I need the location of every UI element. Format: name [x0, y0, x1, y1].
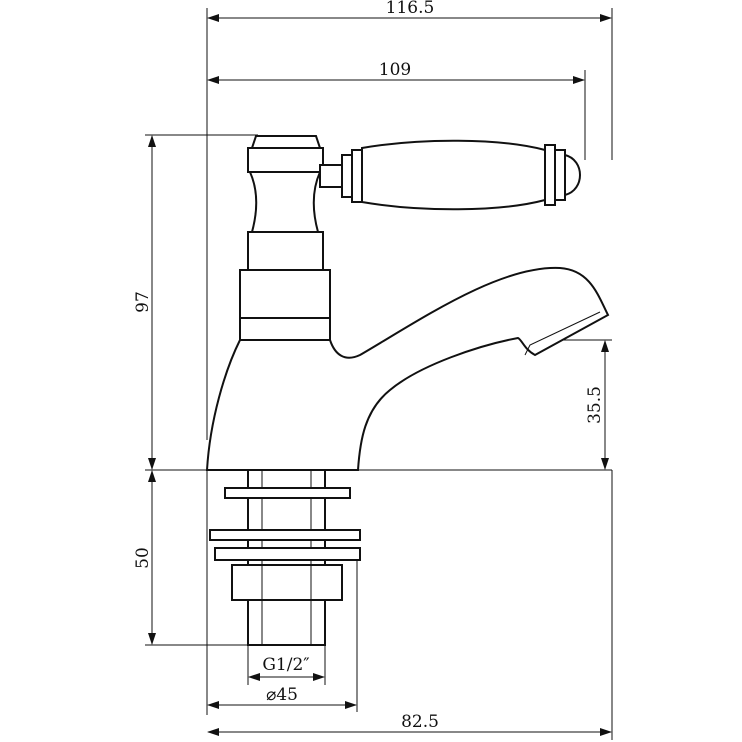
dim-base-diameter: ⌀45 [266, 685, 298, 705]
dim-body-height: 97 [133, 291, 153, 313]
dim-spout-reach: 82.5 [401, 712, 439, 732]
dim-overall-width: 116.5 [386, 0, 435, 18]
dim-thread: G1/2″ [262, 655, 309, 675]
dim-spout-height: 35.5 [585, 386, 605, 424]
tap-outline [205, 135, 610, 646]
dimension-lines [148, 14, 612, 736]
dim-handle-width: 109 [379, 60, 411, 80]
dim-shank-length: 50 [133, 547, 153, 569]
